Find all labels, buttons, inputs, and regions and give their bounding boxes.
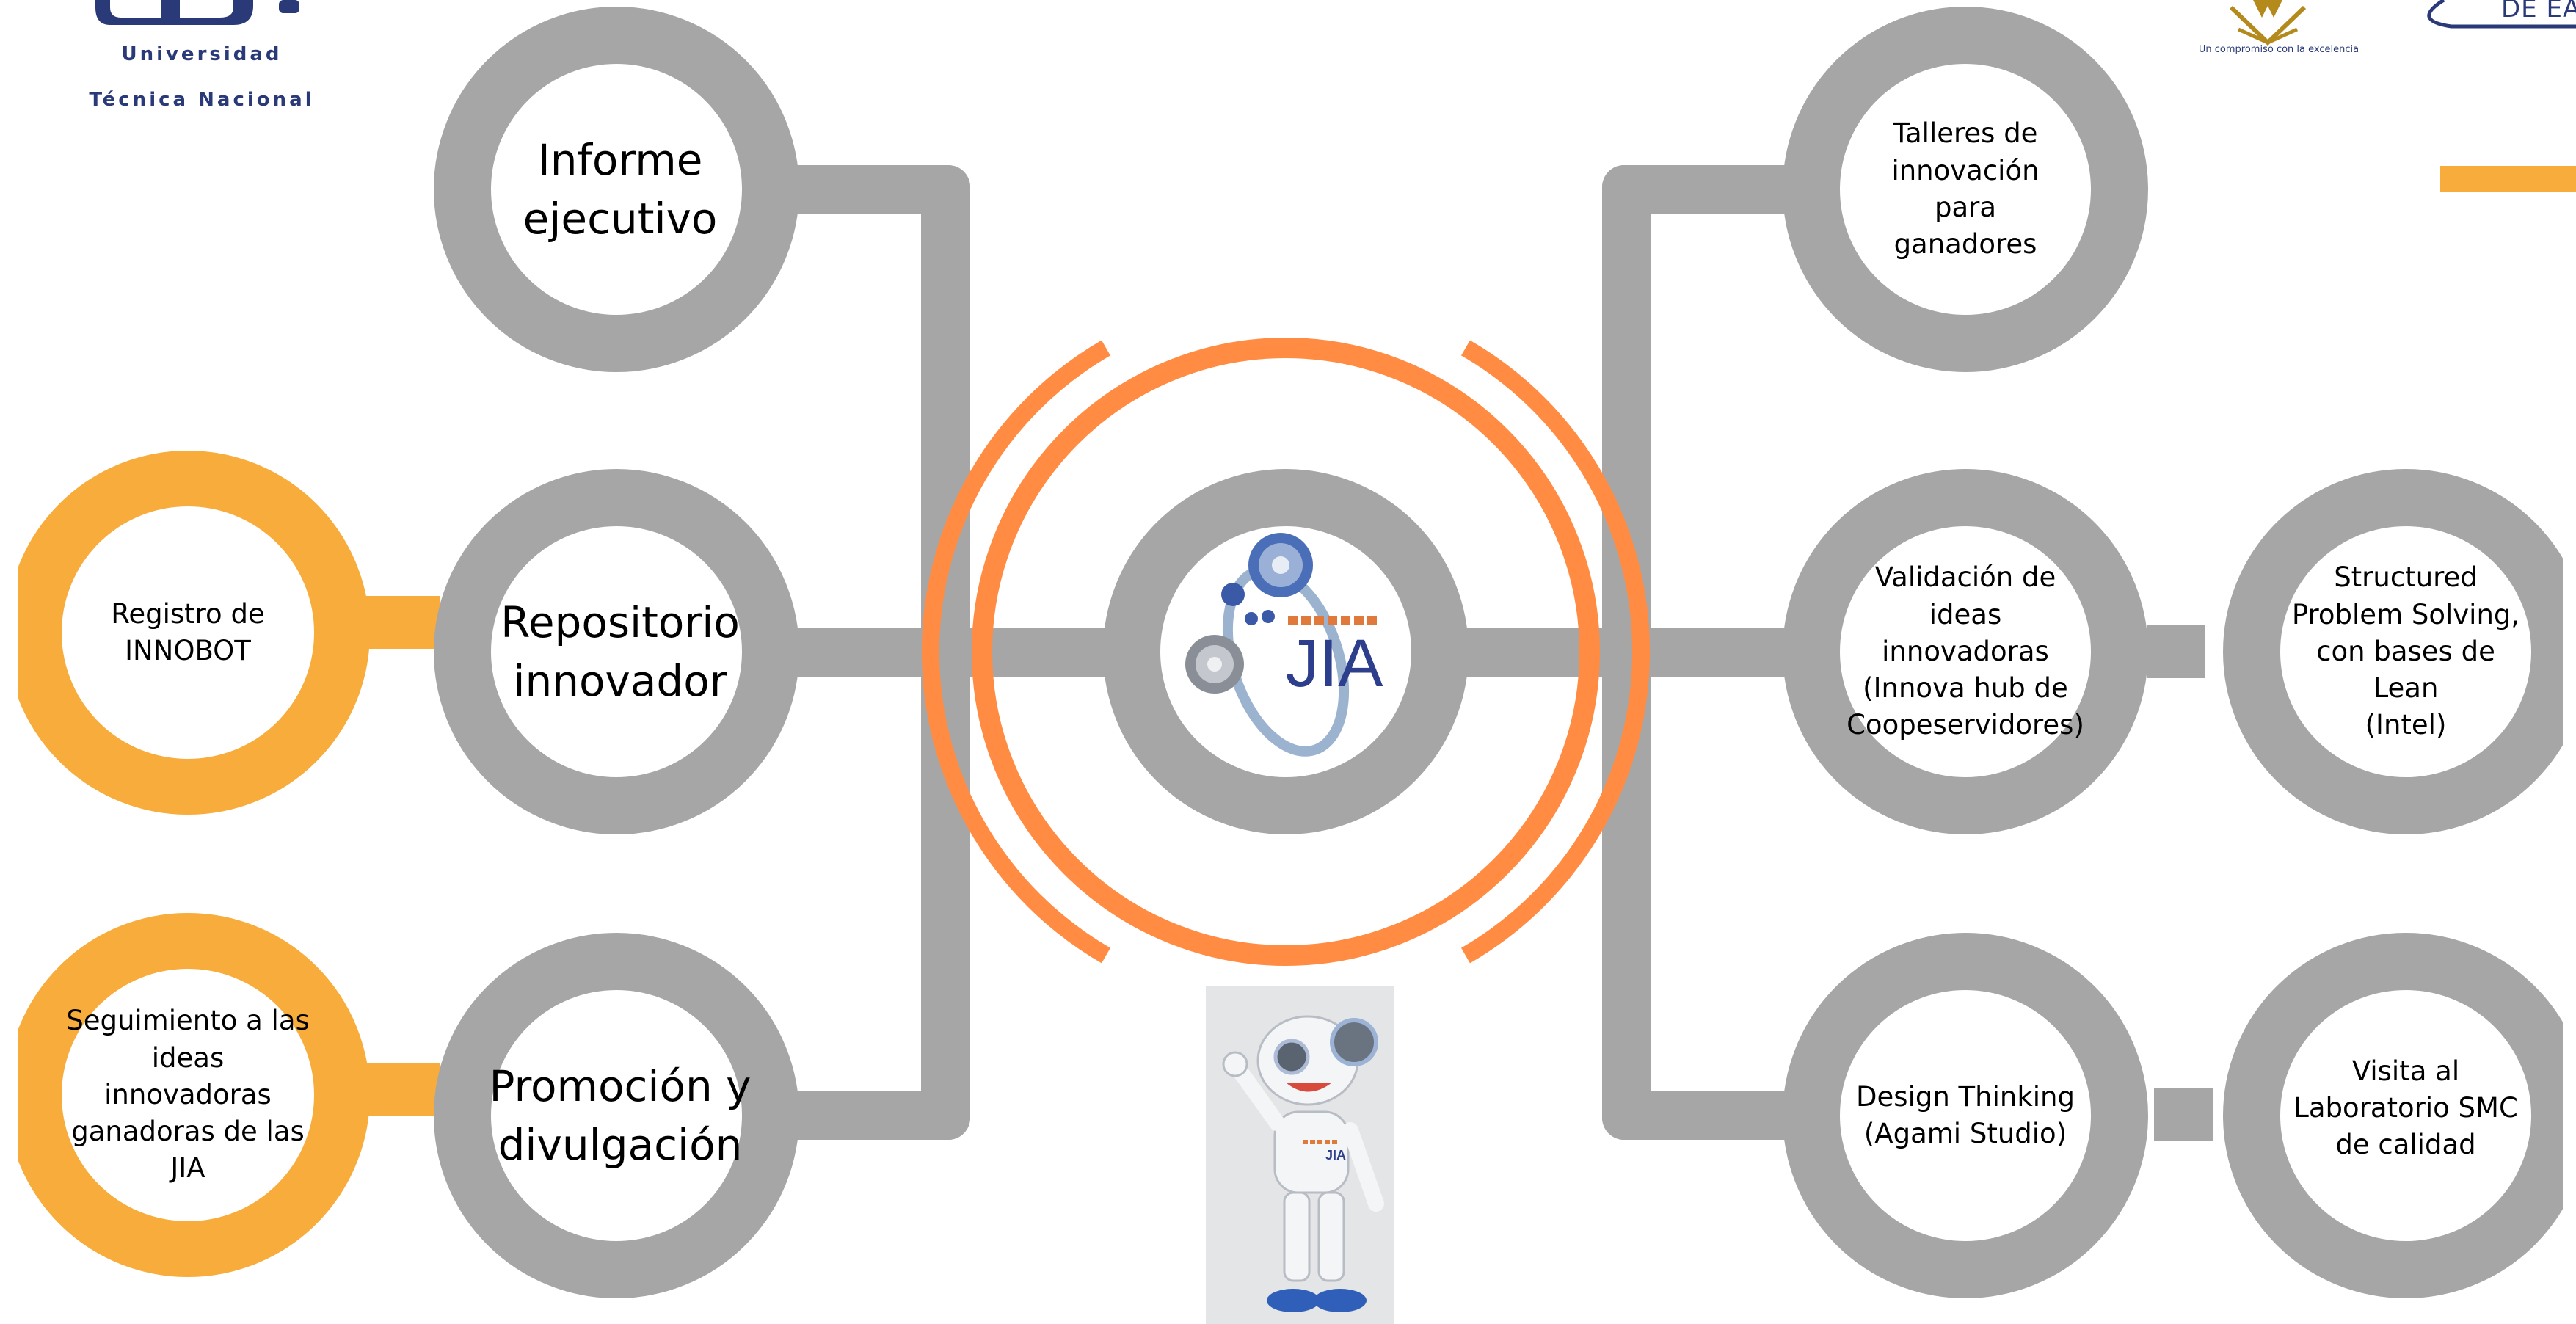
node-repositorio-innovador: Repositorio innovador: [501, 597, 740, 706]
robot-dot-4: [1325, 1140, 1330, 1144]
jia-dot-5: [1341, 616, 1350, 625]
jia-dot-2: [1301, 616, 1311, 625]
robot-arm-left: [1232, 1063, 1285, 1131]
emblem-chevron: [2229, 5, 2307, 46]
node-visita-laboratorio: Visita al Laboratorio SMC de calidad: [2293, 1055, 2518, 1161]
left-side-bottom-connector: [360, 1063, 440, 1116]
center-outer-arc-left: [922, 340, 1111, 964]
gear-tiny-2: [1262, 610, 1275, 623]
robot-dot-3: [1317, 1140, 1322, 1144]
emblem-tip-right: [2265, 0, 2282, 18]
robot-mascot: JIA: [1206, 986, 1394, 1324]
robot-eye-right: [1330, 1018, 1378, 1066]
node-repositorio-innovador-ring: [434, 469, 799, 834]
left-side-middle-connector: [360, 596, 440, 649]
utn-logo-mark: [95, 0, 253, 25]
utn-logo-mark-piece: [279, 0, 299, 13]
gear-large-hub: [1272, 556, 1289, 574]
gears-icon: [1185, 533, 1313, 694]
right-logo-caption: Un compromiso con la excelencia: [2198, 44, 2359, 55]
node-informe-ejecutivo: Informe ejecutivo: [523, 134, 718, 244]
robot-arm-right: [1342, 1122, 1384, 1212]
node-registro-innobot: Registro de INNOBOT: [111, 597, 265, 666]
node-visita-laboratorio-ring: [2223, 933, 2576, 1298]
emblem-tip-left: [2253, 0, 2271, 18]
robot-hand-left: [1222, 1051, 1248, 1077]
left-connectors: [763, 165, 1130, 1140]
robot-foot-left: [1267, 1289, 1320, 1312]
robot-mouth: [1286, 1083, 1332, 1092]
far-right-logo: [2427, 0, 2576, 29]
node-validacion-ring: [1783, 469, 2148, 834]
jia-dot-4: [1328, 616, 1337, 625]
center-inner-ring: [972, 338, 1600, 966]
jia-dot-6: [1354, 616, 1364, 625]
right-top-connector: [1602, 165, 1809, 214]
robot-badge-text: JIA: [1325, 1148, 1346, 1163]
left-bottom-connector: [763, 1091, 970, 1140]
center-orange-rings: [922, 338, 1650, 966]
gear-tiny-1: [1245, 612, 1258, 625]
utn-logo-line2: Técnica Nacional: [89, 89, 315, 111]
robot-eye-left: [1273, 1039, 1310, 1075]
node-registro-innobot-ring: [6, 451, 370, 815]
node-promocion-divulgacion: Promoción y divulgación: [489, 1061, 752, 1170]
robot-body: [1273, 1110, 1350, 1194]
center-outer-arc-right: [1460, 340, 1650, 964]
node-structured-problem: Structured Problem Solving, con bases de…: [2291, 561, 2520, 741]
node-seguimiento-ring: [6, 913, 370, 1277]
robot-foot-right: [1314, 1289, 1367, 1312]
robot-leg-right: [1317, 1191, 1345, 1282]
right-side-bottom-connector: [2154, 1088, 2213, 1141]
left-middle-connector: [763, 628, 1130, 677]
utn-logo-line1: Universidad: [121, 43, 283, 65]
right-middle-connector: [1446, 628, 1813, 677]
node-structured-problem-ring: [2223, 469, 2576, 834]
right-side-middle-connector: [2147, 625, 2205, 678]
robot-dot-2: [1310, 1140, 1315, 1144]
right-connectors: [1446, 165, 2213, 1141]
node-talleres: Talleres de innovación para ganadores: [1891, 117, 2040, 261]
right-edge-mask: [2563, 411, 2576, 1324]
jia-logo-text: JIA: [1286, 626, 1384, 701]
robot-dots: [1303, 1140, 1337, 1144]
gear-small: [1221, 583, 1245, 606]
node-seguimiento: Seguimiento a las ideas innovadoras gana…: [66, 1005, 310, 1185]
node-talleres-ring: [1783, 7, 2148, 372]
emblem-chevron-2: [2237, 27, 2299, 45]
node-promocion-divulgacion-ring: [434, 933, 799, 1298]
utn-logo: [95, 0, 299, 25]
jia-dot-3: [1314, 616, 1324, 625]
left-edge-mask: [0, 411, 18, 1324]
robot-dot-5: [1332, 1140, 1337, 1144]
center-gray-ring: [1103, 469, 1469, 834]
utn-logo-text: Universidad Técnica Nacional: [81, 21, 323, 134]
jia-dot-7: [1367, 616, 1377, 625]
jia-logo: JIA: [1185, 533, 1384, 757]
node-informe-ejecutivo-ring: [434, 7, 799, 372]
node-design-thinking-ring: [1783, 933, 2148, 1298]
robot-dot-1: [1303, 1140, 1308, 1144]
jia-dots: [1288, 616, 1377, 625]
node-design-thinking: Design Thinking (Agami Studio): [1856, 1080, 2075, 1149]
node-validacion: Validación de ideas innovadoras (Innova …: [1847, 561, 2084, 741]
robot-leg-left: [1283, 1191, 1311, 1282]
far-right-logo-fragment: DE EA: [2501, 0, 2576, 23]
top-right-orange-bar: [2440, 166, 2576, 192]
right-emblem-logo: [2229, 0, 2307, 46]
gear-gray-hub: [1207, 657, 1222, 672]
left-top-connector: [763, 165, 970, 214]
right-bottom-connector: [1602, 1091, 1809, 1140]
jia-dot-1: [1288, 616, 1298, 625]
far-right-logo-swoosh: [2427, 0, 2576, 29]
left-side-connectors: [360, 596, 440, 1116]
